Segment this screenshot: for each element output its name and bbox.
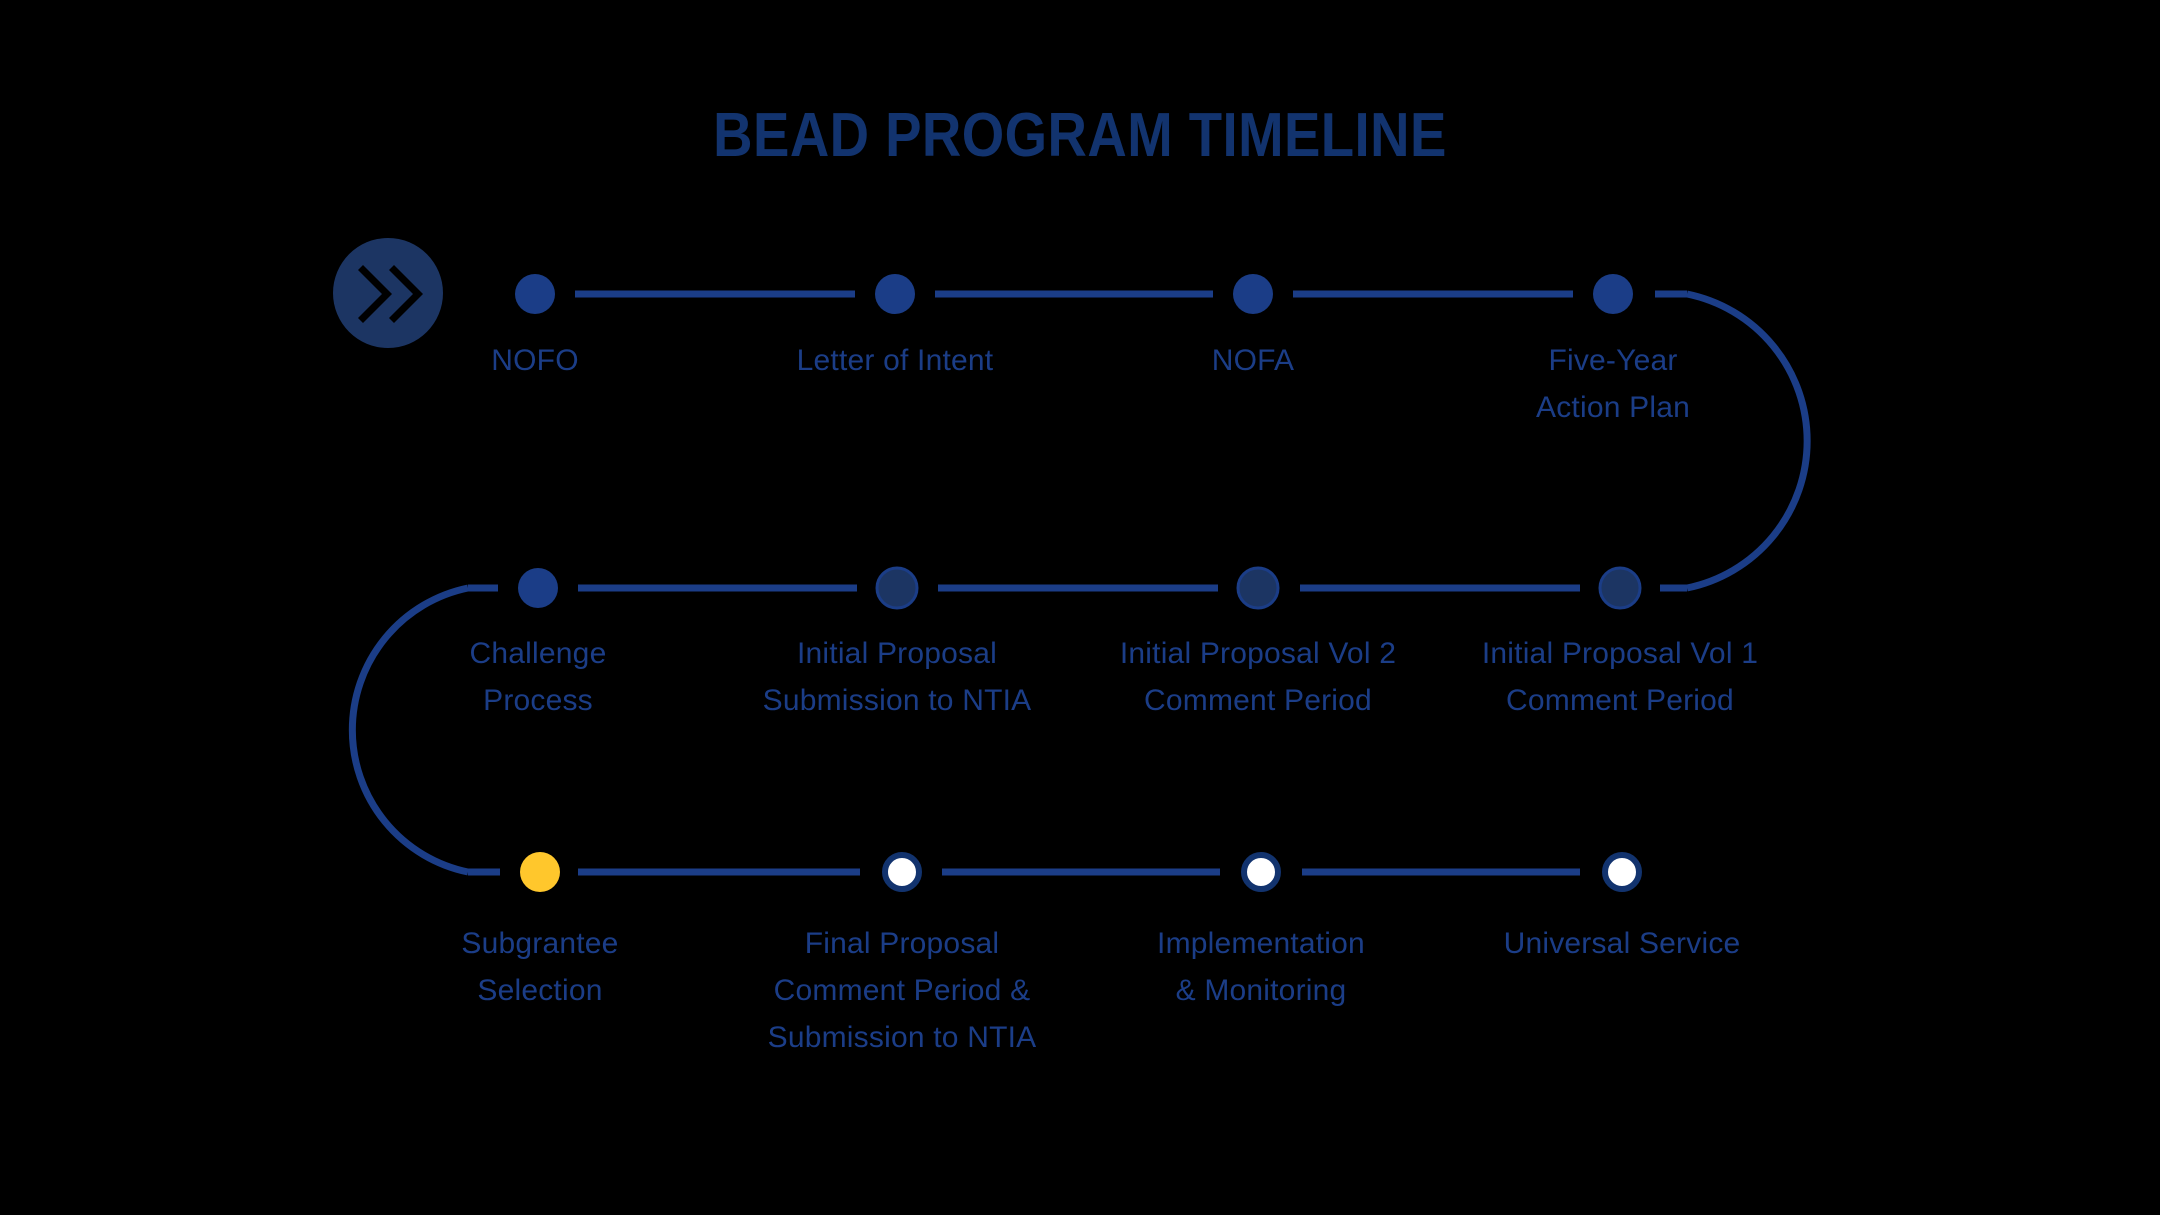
row-3-dots: [520, 852, 1642, 892]
double-chevron-right-icon: [358, 265, 423, 323]
milestone-dot-final-proposal[interactable]: [882, 852, 922, 892]
milestone-dot-initial-proposal-vol-1[interactable]: [1598, 566, 1642, 610]
row-1-dots: [515, 274, 1633, 314]
milestone-dot-initial-proposal-submission[interactable]: [875, 566, 919, 610]
milestone-dot-universal-service[interactable]: [1602, 852, 1642, 892]
milestone-dot-initial-proposal-vol-2[interactable]: [1236, 566, 1280, 610]
start-badge[interactable]: [333, 238, 443, 348]
milestone-dot-nofo[interactable]: [515, 274, 555, 314]
milestone-dot-challenge-process[interactable]: [518, 568, 558, 608]
curve-right-row1-row2: [1686, 290, 1811, 592]
milestone-dot-letter-of-intent[interactable]: [875, 274, 915, 314]
row-2-dots: [518, 566, 1642, 610]
milestone-dot-nofa[interactable]: [1233, 274, 1273, 314]
milestone-dot-implementation-monitoring[interactable]: [1241, 852, 1281, 892]
curve-left-row2-row3: [348, 584, 469, 876]
milestone-dot-subgrantee-selection[interactable]: [520, 852, 560, 892]
milestone-dot-five-year-action-plan[interactable]: [1593, 274, 1633, 314]
page-title: BEAD PROGRAM TIMELINE: [713, 101, 1447, 170]
